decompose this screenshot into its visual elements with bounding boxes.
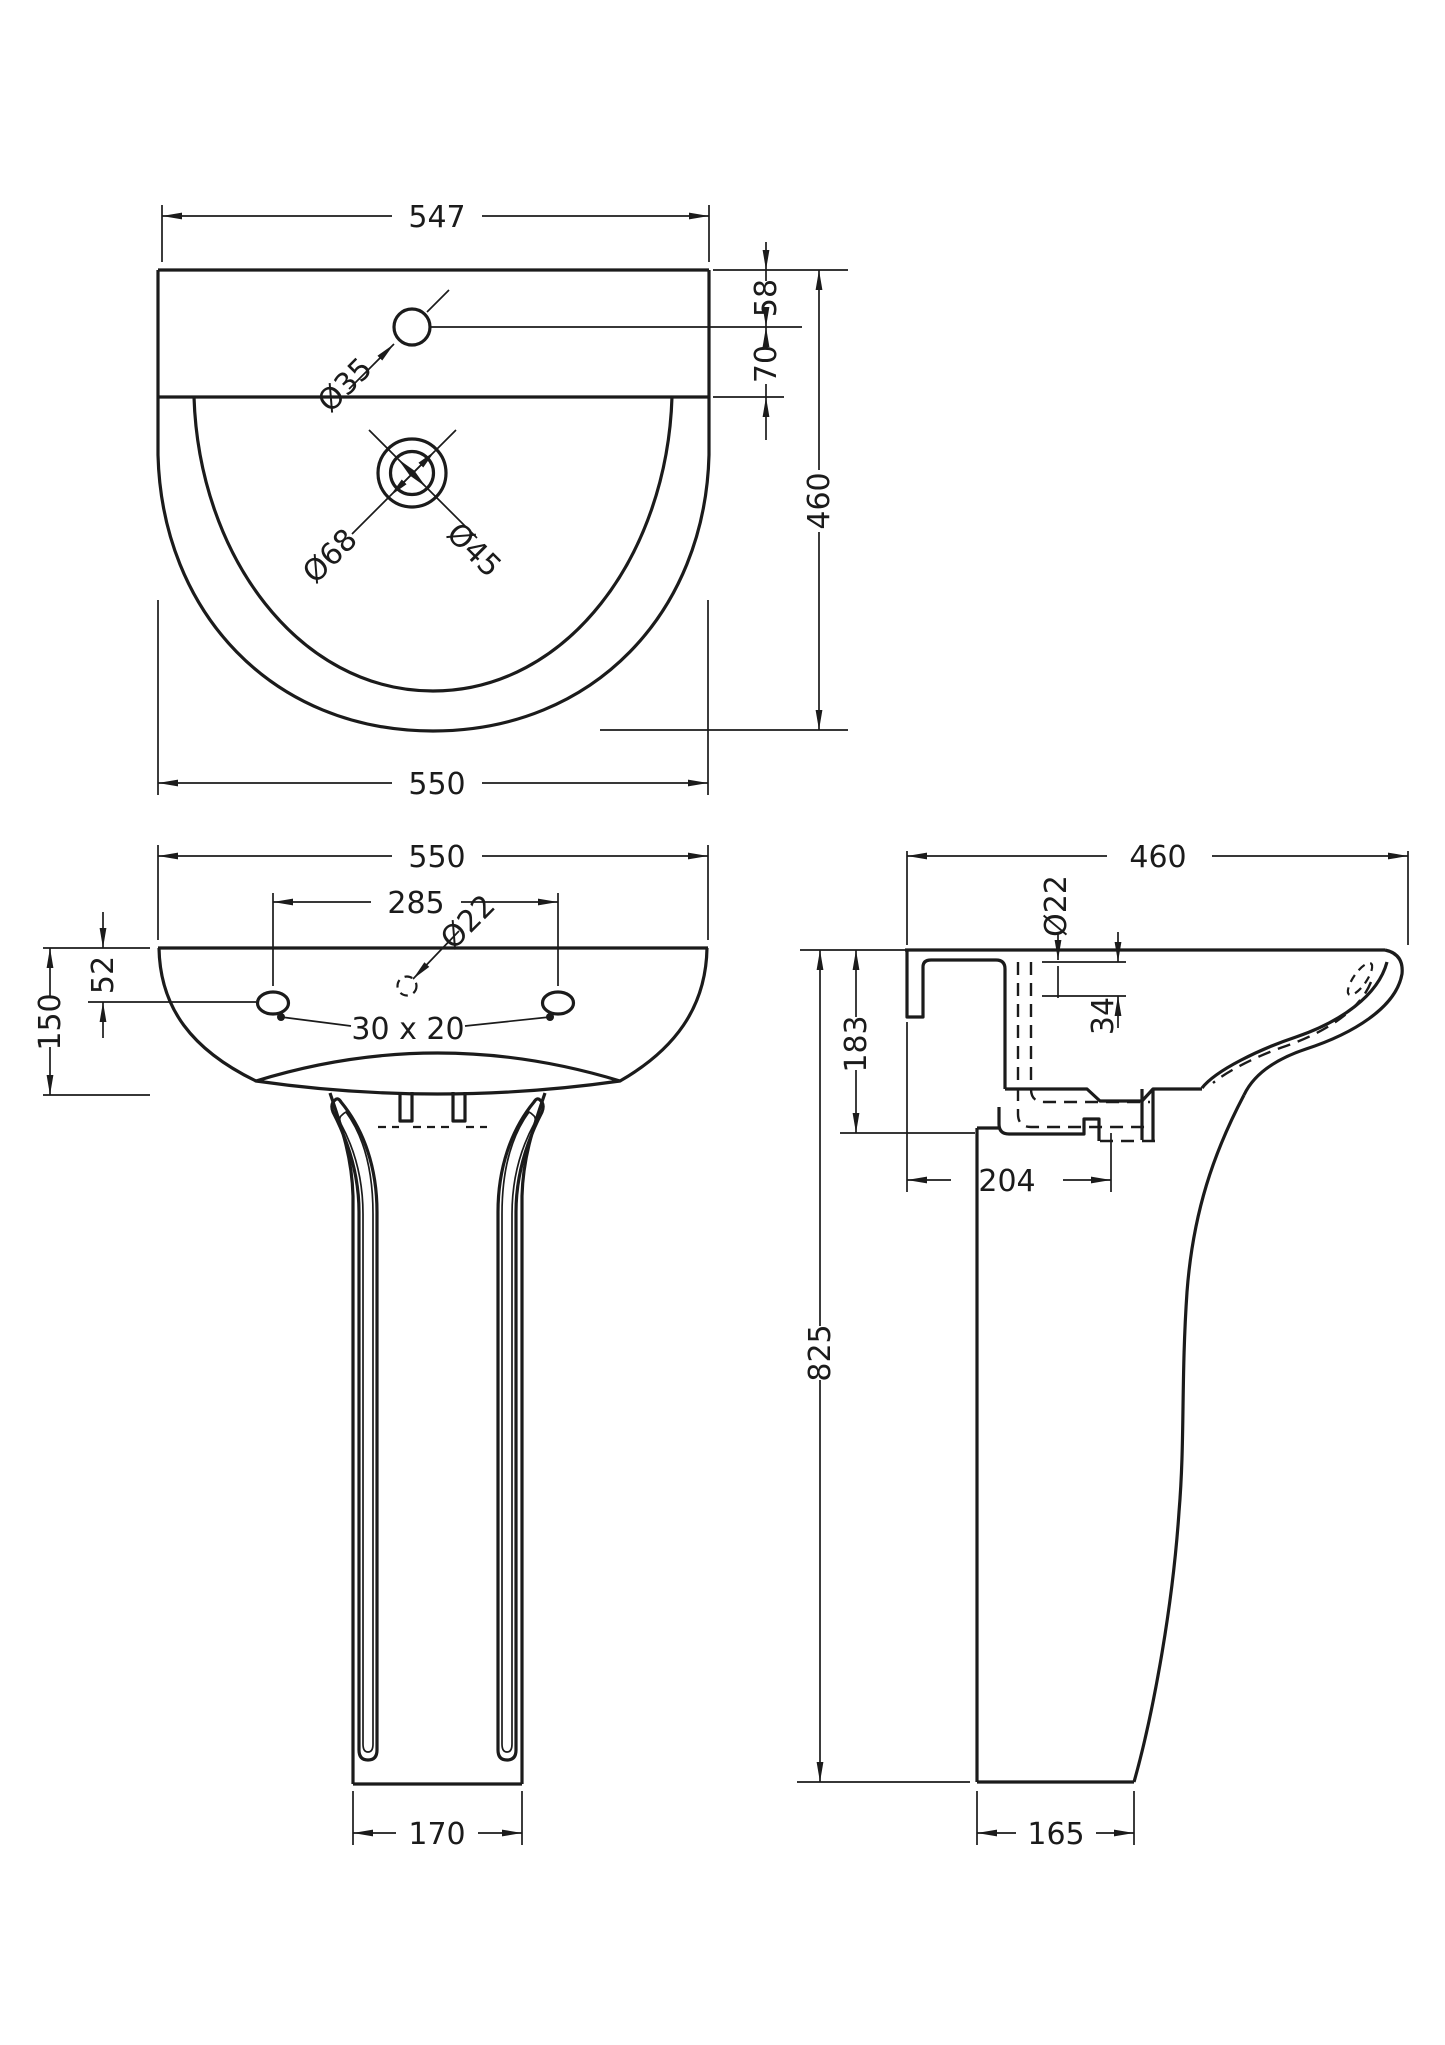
waste-hole-inner <box>388 449 436 497</box>
dim-tap-d35: Ø35 <box>311 351 379 419</box>
waste-hole-outer <box>376 437 448 509</box>
dim-fixing-centres-285: 285 <box>387 886 444 921</box>
pedestal-groove-right <box>496 1097 545 1762</box>
dim-back-drop-183: 183 <box>839 1015 874 1072</box>
dim-side-hole-34: 34 <box>1086 997 1121 1035</box>
bracket-section <box>997 1089 1155 1141</box>
dim-deck-70: 70 <box>749 345 784 383</box>
dim-top-width-550: 550 <box>408 767 465 802</box>
tap-hole <box>392 307 432 347</box>
waste-cutout-tabs <box>398 1092 467 1123</box>
dim-side-hole-d22: Ø22 <box>1039 875 1074 937</box>
top-view: 547 58 70 460 550 Ø35 Ø68 Ø45 <box>156 200 848 802</box>
dim-side-base-165: 165 <box>1027 1817 1084 1852</box>
fixing-hole-left <box>255 990 291 1016</box>
dim-waste-d45: Ø45 <box>439 516 507 584</box>
pedestal-side-outline <box>975 1094 1246 1784</box>
dim-depth-460: 460 <box>802 472 837 529</box>
basin-plan-outline <box>156 268 711 733</box>
dim-deck-bowl-150: 150 <box>33 993 68 1050</box>
pedestal-groove-right-inner <box>501 1110 537 1753</box>
wall-hook-section <box>905 950 1007 1089</box>
basin-bottom-section <box>1005 1087 1202 1103</box>
dim-height-825: 825 <box>803 1324 838 1381</box>
basin-side-front-shell <box>1200 948 1404 1096</box>
side-view: 460 Ø22 34 183 204 825 165 <box>797 840 1409 1852</box>
dim-fixing-slot-30x20: 30 x 20 <box>351 1012 464 1047</box>
pedestal-groove-left-inner <box>338 1110 374 1753</box>
slot-hidden-side <box>1346 961 1374 997</box>
dim-side-depth-460: 460 <box>1129 840 1186 875</box>
dim-top-width-547: 547 <box>408 200 465 235</box>
front-view: 550 285 52 150 Ø22 30 x 20 170 <box>33 840 709 1852</box>
basin-front-bowl <box>254 1051 622 1096</box>
basin-front-sides <box>157 947 709 1083</box>
fixing-channel-hidden <box>1016 962 1160 1143</box>
overflow-hole-hidden <box>396 975 418 997</box>
fixing-hole-right <box>540 990 576 1016</box>
dim-front-width-550: 550 <box>408 840 465 875</box>
bowl-inner-rim <box>192 396 674 693</box>
dim-bracket-204: 204 <box>978 1164 1035 1199</box>
pedestal-groove-left <box>330 1097 379 1762</box>
basin-side-shell-hidden <box>1212 981 1373 1084</box>
dim-deck-fixing-52: 52 <box>86 956 121 994</box>
dim-pedestal-base-170: 170 <box>408 1817 465 1852</box>
